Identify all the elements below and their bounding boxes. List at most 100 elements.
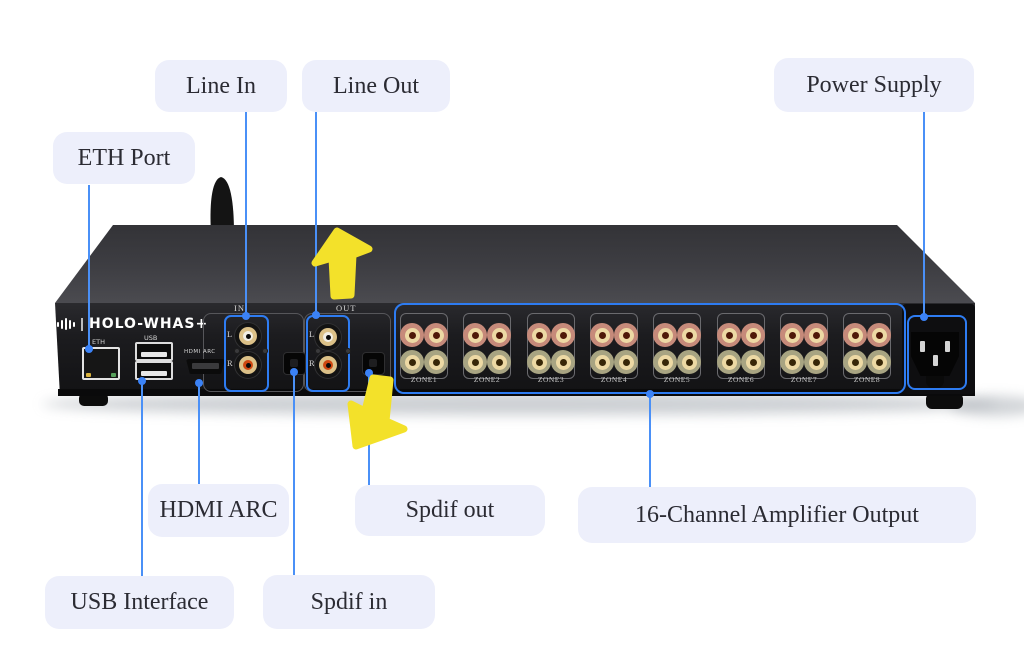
zone-label: ZONE8: [853, 375, 881, 384]
binding-post-red: [487, 323, 511, 347]
binding-post-red: [741, 323, 765, 347]
hdmi-arc-port: [186, 359, 225, 374]
brand-name: HOLO-WHAS+: [89, 316, 209, 332]
callout-dot-power: [920, 313, 928, 321]
in-section-label: IN: [234, 303, 245, 313]
binding-post-red: [780, 323, 804, 347]
binding-post-red: [843, 323, 867, 347]
chassis-top-face: [55, 225, 975, 303]
callout-eth-port: ETH Port: [53, 132, 195, 184]
binding-post-black: [551, 350, 575, 374]
zone-label: ZONE3: [537, 375, 565, 384]
binding-post-red: [400, 323, 424, 347]
binding-post-black: [653, 350, 677, 374]
out-right-label: R: [309, 358, 315, 368]
power-pin-left: [920, 341, 925, 352]
zone-label: ZONE4: [600, 375, 628, 384]
callout-dot-amp-output: [646, 390, 654, 398]
zone-group: ZONE4: [590, 313, 638, 384]
panel-screw: [234, 348, 240, 354]
callout-amp-output: 16-Channel Amplifier Output: [578, 487, 976, 543]
binding-post-black: [487, 350, 511, 374]
out-left-label: L: [309, 329, 315, 339]
callout-line-amp-output: [649, 394, 651, 487]
callout-line-line-in: [245, 112, 247, 317]
optical-window: [290, 359, 298, 367]
binding-post-red: [463, 323, 487, 347]
binding-post-red: [424, 323, 448, 347]
panel-screw: [345, 348, 351, 354]
rca-line-in-left: [235, 323, 261, 349]
zone-group: ZONE7: [780, 313, 828, 384]
optical-window: [369, 359, 377, 367]
binding-post-black: [843, 350, 867, 374]
callout-line-spdif-in: [293, 372, 295, 575]
binding-post-black: [424, 350, 448, 374]
binding-post-black: [463, 350, 487, 374]
zone-group: ZONE8: [843, 313, 891, 384]
rca-line-out-right: [315, 352, 341, 378]
usb-port-top: [135, 342, 173, 361]
binding-post-red: [804, 323, 828, 347]
binding-post-red: [551, 323, 575, 347]
out-section-label: OUT: [336, 303, 357, 313]
callout-line-hdmi: [198, 382, 200, 484]
binding-post-black: [867, 350, 891, 374]
zone-group: ZONE6: [717, 313, 765, 384]
panel-screw: [262, 348, 268, 354]
zone-label: ZONE2: [473, 375, 501, 384]
zone-group: ZONE2: [463, 313, 511, 384]
callout-line-eth: [88, 185, 90, 350]
eth-port-label: ETH: [92, 338, 105, 346]
callout-dot-line-out: [312, 311, 320, 319]
callout-line-power: [923, 112, 925, 318]
callout-spdif-in: Spdif in: [263, 575, 435, 629]
hdmi-tongue: [192, 363, 219, 369]
callout-line-spdif-out: [368, 373, 370, 485]
wifi-antenna: [210, 177, 234, 234]
binding-post-red: [677, 323, 701, 347]
panel-screw: [315, 348, 321, 354]
binding-post-red: [717, 323, 741, 347]
callout-dot-line-in: [242, 312, 250, 320]
brand-logo: HOLO-WHAS+: [57, 316, 208, 332]
binding-post-black: [741, 350, 765, 374]
eth-led-green: [111, 373, 116, 377]
zone-label: ZONE5: [663, 375, 691, 384]
binding-post-black: [590, 350, 614, 374]
zone-group: ZONE5: [653, 313, 701, 384]
callout-spdif-out: Spdif out: [355, 485, 545, 536]
callout-dot-usb: [138, 377, 146, 385]
in-right-label: R: [227, 358, 233, 368]
usb-tongue: [141, 371, 167, 376]
binding-post-black: [677, 350, 701, 374]
binding-post-red: [527, 323, 551, 347]
callout-line-usb: [141, 380, 143, 576]
zone-label: ZONE6: [727, 375, 755, 384]
iec-power-inlet: [911, 332, 959, 376]
hdmi-port-label: HDMI ARC: [184, 349, 216, 355]
logo-divider: [81, 317, 83, 331]
power-inlet-clip: [926, 376, 944, 388]
binding-post-red: [653, 323, 677, 347]
arrow-up-line-out: [311, 227, 373, 300]
binding-post-black: [717, 350, 741, 374]
callout-line-in: Line In: [155, 60, 287, 112]
binding-post-black: [614, 350, 638, 374]
usb-tongue: [141, 352, 167, 357]
device-foot-right: [926, 393, 963, 409]
callout-dot-spdif-in: [290, 368, 298, 376]
binding-post-black: [400, 350, 424, 374]
device-shadow: [42, 393, 998, 415]
power-pin-right: [945, 341, 950, 352]
usb-port-label: USB: [144, 334, 158, 342]
device-shadow-right: [950, 396, 1024, 416]
callout-dot-eth: [85, 345, 93, 353]
callout-hdmi-arc: HDMI ARC: [148, 484, 289, 537]
zone-group: ZONE1: [400, 313, 448, 384]
binding-post-red: [590, 323, 614, 347]
waveform-icon: [57, 318, 75, 330]
rca-line-in-right: [235, 352, 261, 378]
